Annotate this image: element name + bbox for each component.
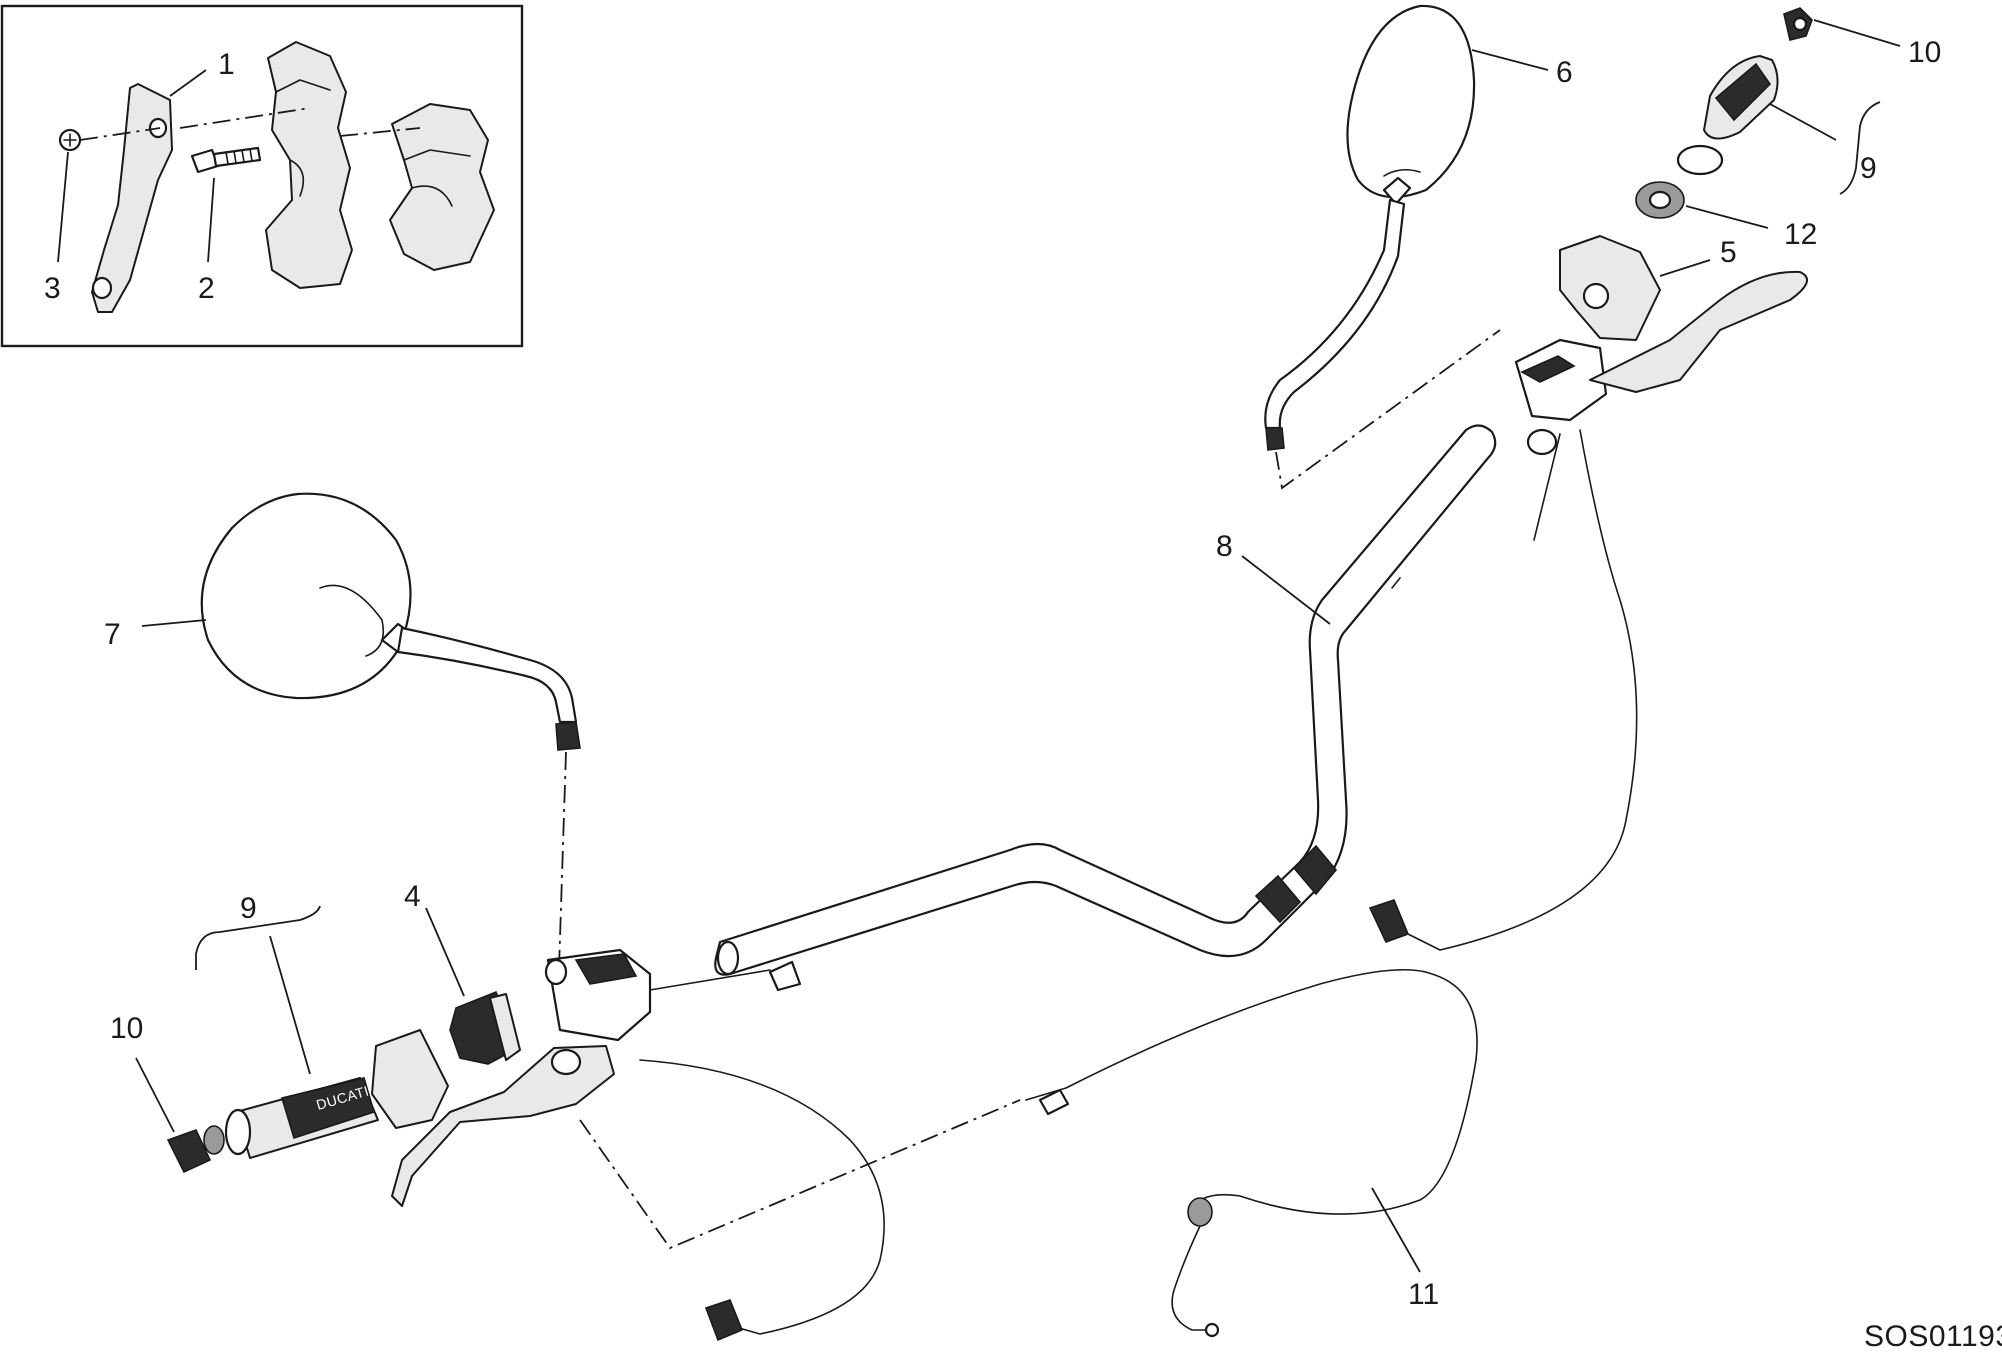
inset-detail: 1 2 3: [0, 4, 524, 348]
callout-8: 8: [1216, 530, 1233, 563]
right-controls: 10 9 12 5: [1368, 7, 1941, 951]
drawing-code: SOS01193: [1864, 1320, 2002, 1352]
callout-11: 11: [1408, 1278, 1439, 1311]
callout-12: 12: [1784, 218, 1817, 251]
callout-9-right: 9: [1860, 152, 1877, 185]
mirror-right: [1264, 4, 1501, 490]
handlebar: [714, 424, 1497, 976]
bolt-part-2: [190, 146, 262, 174]
screw-part-3: [58, 128, 82, 152]
callout-4: 4: [404, 880, 421, 913]
clamp-upper: [265, 41, 353, 289]
callout-10-right: 10: [1908, 36, 1941, 69]
mount-bracket: [91, 83, 173, 313]
callout-6: 6: [1556, 56, 1573, 89]
callout-2: 2: [198, 272, 215, 305]
callout-3: 3: [44, 272, 61, 305]
callout-7: 7: [104, 618, 121, 651]
callout-5: 5: [1720, 236, 1737, 269]
mirror-left: [200, 492, 581, 1001]
left-controls: DUCATI 4 9 10: [110, 880, 1021, 1342]
callout-1: 1: [218, 48, 235, 81]
callout-10-left: 10: [110, 1012, 143, 1045]
clutch-cable: 11: [1025, 968, 1478, 1338]
callout-9-left: 9: [240, 892, 257, 925]
